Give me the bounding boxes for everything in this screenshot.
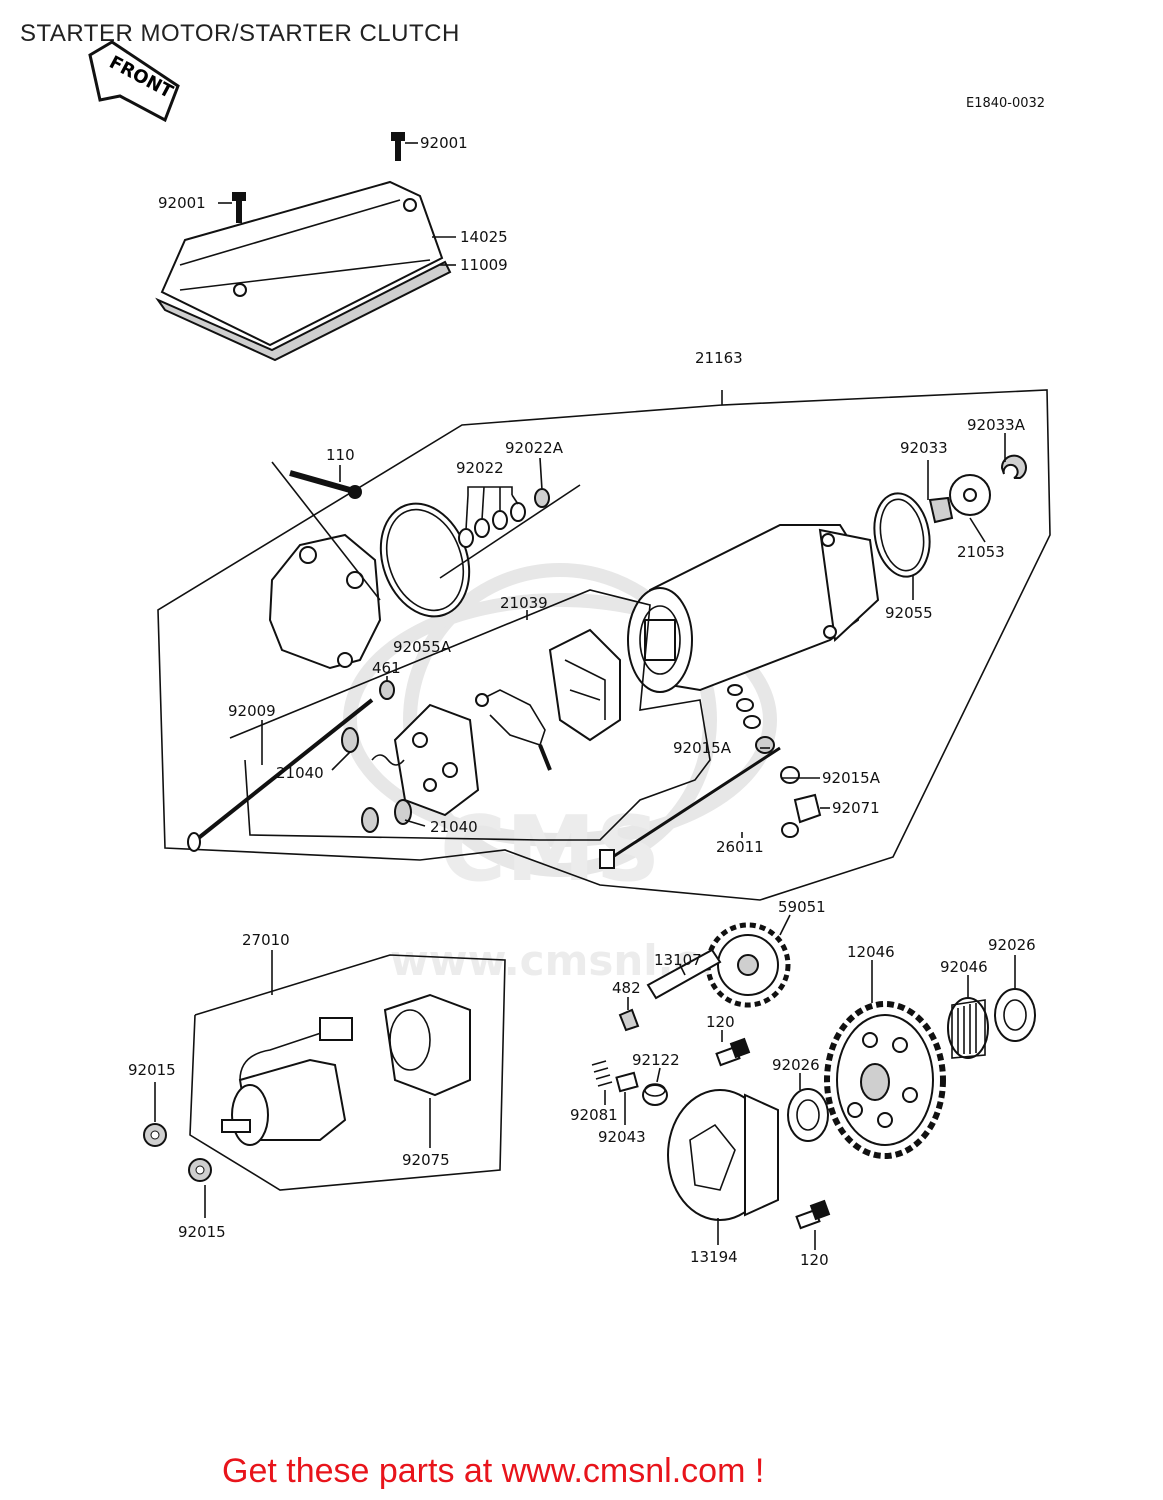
label-482[interactable]: 482	[612, 979, 641, 997]
needle-bearing-92046	[947, 997, 989, 1059]
bolt-120-a	[715, 1037, 751, 1067]
label-92015-a[interactable]: 92015	[128, 1061, 176, 1079]
starter-clutch-gear-12046	[824, 1001, 946, 1159]
label-92026-a[interactable]: 92026	[772, 1056, 820, 1074]
long-bolt-92009	[187, 698, 374, 852]
page-title: STARTER MOTOR/STARTER CLUTCH	[20, 20, 460, 47]
label-92001-top[interactable]: 92001	[420, 134, 468, 152]
get-parts-link[interactable]: Get these parts at www.cmsnl.com !	[222, 1452, 765, 1490]
terminal-hardware	[727, 684, 822, 838]
label-21040-b[interactable]: 21040	[430, 818, 478, 836]
label-92071[interactable]: 92071	[832, 799, 880, 817]
front-arrow-icon: FRONT	[88, 40, 180, 123]
starter-cover	[160, 180, 444, 347]
label-21039[interactable]: 21039	[500, 594, 548, 612]
label-92043[interactable]: 92043	[598, 1128, 646, 1146]
brush-spring-a	[341, 727, 405, 766]
washer-92026-b	[994, 988, 1036, 1042]
circlip-92033	[928, 496, 954, 524]
terminal-lead-26011	[599, 746, 781, 869]
circlip-92033A	[1000, 454, 1027, 479]
label-92055A[interactable]: 92055A	[393, 638, 452, 656]
brush-lead	[475, 689, 552, 771]
label-92046[interactable]: 92046	[940, 958, 988, 976]
label-120-a[interactable]: 120	[706, 1013, 735, 1031]
label-11009[interactable]: 11009	[460, 256, 508, 274]
label-13107[interactable]: 13107	[654, 951, 702, 969]
circlip-482	[618, 1008, 640, 1032]
bolt-92001-left	[232, 192, 246, 223]
nut-92015-b	[188, 1158, 212, 1182]
brush-spring-b	[361, 799, 412, 833]
nut-92015-a	[143, 1123, 167, 1147]
assembly-outline-21163	[157, 389, 1051, 901]
label-92033A[interactable]: 92033A	[967, 416, 1026, 434]
label-92081[interactable]: 92081	[570, 1106, 618, 1124]
cover-gasket	[155, 260, 452, 362]
label-92022A[interactable]: 92022A	[505, 439, 564, 457]
label-92122[interactable]: 92122	[632, 1051, 680, 1069]
cap-92043	[615, 1071, 639, 1093]
commutator-end	[548, 628, 621, 742]
washers-92022	[458, 488, 550, 548]
through-bolt-110	[289, 470, 362, 499]
starter-motor-outline-27010	[189, 954, 506, 1191]
starter-cover-group	[155, 132, 456, 362]
label-461[interactable]: 461	[372, 659, 401, 677]
label-12046[interactable]: 12046	[847, 943, 895, 961]
bolt-120-b	[795, 1199, 831, 1230]
label-92009[interactable]: 92009	[228, 702, 276, 720]
label-92075[interactable]: 92075	[402, 1151, 450, 1169]
motor-yoke	[627, 524, 880, 693]
washer-461	[379, 680, 395, 700]
pinion-gear-21053	[949, 474, 991, 516]
label-13194[interactable]: 13194	[690, 1248, 738, 1266]
label-110[interactable]: 110	[326, 446, 355, 464]
label-92015A-b[interactable]: 92015A	[822, 769, 881, 787]
one-way-clutch-13194	[667, 1089, 779, 1221]
label-92015-b[interactable]: 92015	[178, 1223, 226, 1241]
label-14025[interactable]: 14025	[460, 228, 508, 246]
label-21163[interactable]: 21163	[695, 349, 743, 367]
label-92033[interactable]: 92033	[900, 439, 948, 457]
part-labels: 92001 92001 14025 11009 21163 110 92022A…	[128, 134, 1036, 1269]
label-92001-left[interactable]: 92001	[158, 194, 206, 212]
diagram-code: E1840-0032	[966, 96, 1046, 111]
label-21053[interactable]: 21053	[957, 543, 1005, 561]
starter-cover-92075	[383, 993, 471, 1097]
label-92022[interactable]: 92022	[456, 459, 504, 477]
label-26011[interactable]: 26011	[716, 838, 764, 856]
roller-92122	[642, 1083, 668, 1106]
bolt-92001-top	[391, 132, 405, 161]
washer-92026-a	[787, 1088, 829, 1142]
motor-end-cover	[268, 533, 382, 670]
label-120-b[interactable]: 120	[800, 1251, 829, 1269]
spring-92081	[591, 1060, 613, 1087]
label-27010[interactable]: 27010	[242, 931, 290, 949]
label-59051[interactable]: 59051	[778, 898, 826, 916]
idle-gear-59051	[705, 922, 791, 1008]
starter-motor-27010	[221, 1017, 353, 1146]
brush-holder-outline-21039	[229, 589, 711, 841]
label-92015A-a[interactable]: 92015A	[673, 739, 732, 757]
label-92055[interactable]: 92055	[885, 604, 933, 622]
label-21040-a[interactable]: 21040	[276, 764, 324, 782]
label-92026-b[interactable]: 92026	[988, 936, 1036, 954]
o-ring-92055	[873, 492, 931, 578]
